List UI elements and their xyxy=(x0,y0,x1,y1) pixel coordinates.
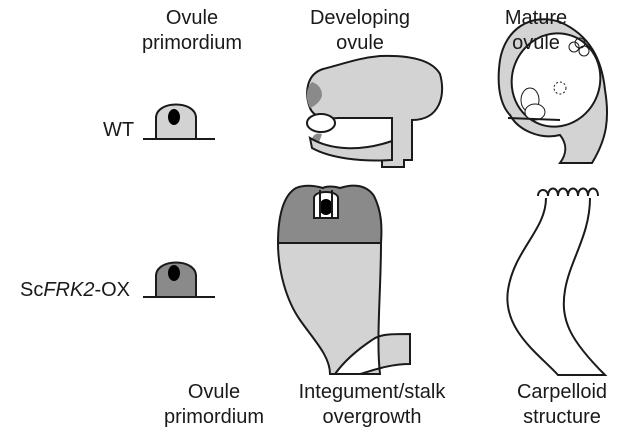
row-label-ox: ScFRK2-OX xyxy=(20,278,130,303)
footer-col3-line1: Carpelloid xyxy=(507,380,617,405)
row-label-ox-gene: FRK2 xyxy=(43,279,94,301)
ox-carpelloid-body xyxy=(507,198,605,375)
wt-developing-ovule xyxy=(307,56,442,167)
row-label-ox-suffix: -OX xyxy=(94,279,130,301)
ox-overgrowth xyxy=(278,186,410,374)
header-col3-line2: ovule xyxy=(496,31,576,56)
footer-col2-line2: overgrowth xyxy=(292,405,452,430)
wt-developing-nucellus xyxy=(307,114,335,132)
wt-primordium-nucleus xyxy=(168,109,180,125)
ox-overgrowth-stalk xyxy=(278,243,410,374)
header-col1-line2: primordium xyxy=(142,31,242,56)
wt-primordium xyxy=(143,105,215,140)
wt-mature-egg-apparatus-2 xyxy=(525,104,545,120)
ox-primordium xyxy=(143,263,215,298)
row-label-wt: WT xyxy=(103,118,134,143)
header-col1-line1: Ovule xyxy=(142,6,242,31)
header-col2: Developing ovule xyxy=(300,6,420,56)
ox-carpelloid-stigma xyxy=(538,189,598,197)
ox-carpelloid xyxy=(507,189,605,376)
footer-col1-line1: Ovule xyxy=(164,380,264,405)
footer-col3: Carpelloid structure xyxy=(507,380,617,430)
footer-col1-line2: primordium xyxy=(164,405,264,430)
header-col3: Mature ovule xyxy=(496,6,576,56)
header-col2-line1: Developing xyxy=(300,6,420,31)
row-label-ox-prefix: Sc xyxy=(20,279,43,301)
footer-col2-line1: Integument/stalk xyxy=(292,380,452,405)
footer-col3-line2: structure xyxy=(507,405,617,430)
ox-overgrowth-nucleus xyxy=(319,199,333,215)
ox-primordium-nucleus xyxy=(168,265,180,281)
header-col1: Ovule primordium xyxy=(142,6,242,56)
header-col3-line1: Mature xyxy=(496,6,576,31)
footer-col2: Integument/stalk overgrowth xyxy=(292,380,452,430)
header-col2-line2: ovule xyxy=(300,31,420,56)
wt-developing-outer-integument xyxy=(310,138,392,161)
footer-col1: Ovule primordium xyxy=(164,380,264,430)
